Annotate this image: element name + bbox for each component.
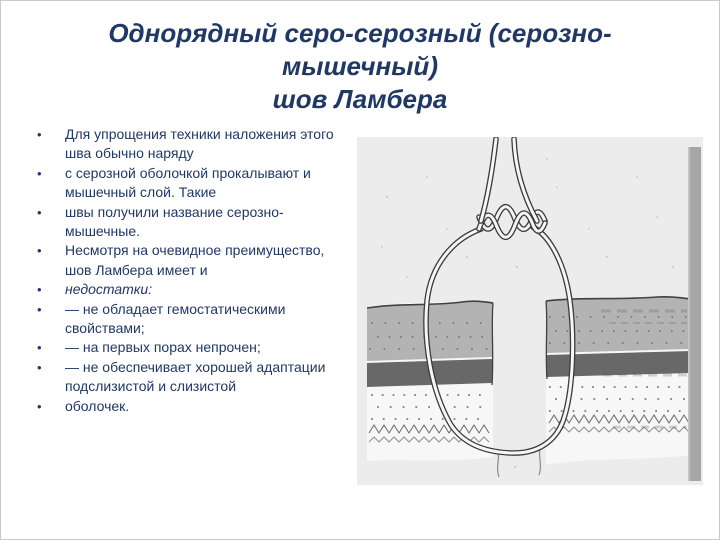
bullet-item: • с серозной оболочкой прокалывают и мыше… <box>37 164 343 203</box>
scan-noise-dots <box>381 158 675 469</box>
suture-figure <box>357 137 703 485</box>
bullet-icon: • <box>37 204 42 220</box>
bullet-text: — не обладает гемостатическими свойствам… <box>65 300 286 337</box>
bullet-item: • — не обладает гемостатическими свойства… <box>37 300 343 339</box>
bullet-item: • швы получили название серозно-мышечные. <box>37 203 343 242</box>
bullet-item: • — на первых порах непрочен; <box>37 338 343 357</box>
bullet-text: Несмотря на очевидное преимущество, шов … <box>65 242 325 278</box>
bullet-text: оболочек. <box>65 397 130 414</box>
bullet-text: — на первых порах непрочен; <box>65 339 261 356</box>
tissue-right <box>545 295 692 465</box>
bleed-through-text <box>601 309 687 429</box>
page-title-line-2: мышечный) <box>282 51 438 81</box>
bullet-icon: • <box>37 243 42 259</box>
bullet-icon: • <box>37 359 42 375</box>
bullet-icon: • <box>37 282 42 298</box>
bullet-item: • Для упрощения техники наложения этого ш… <box>37 125 343 164</box>
bullet-icon: • <box>37 398 42 414</box>
bullet-text: — не обеспечивает хорошей адаптации подс… <box>65 358 326 395</box>
bullet-item: • оболочек. <box>37 397 343 416</box>
bullet-item: • — не обеспечивает хорошей адаптации под… <box>37 358 343 397</box>
bullet-icon: • <box>37 340 42 356</box>
bullet-text: Для упрощения техники наложения этого шв… <box>65 126 334 162</box>
page-shadow <box>688 147 701 481</box>
bullet-item: • недостатки: <box>37 280 343 299</box>
bullet-list: • Для упрощения техники наложения этого ш… <box>37 125 343 416</box>
bullet-text: с серозной оболочкой прокалывают и мышеч… <box>65 164 311 201</box>
page-title: Однорядный серо-серозный (серозно- мышеч… <box>1 17 719 116</box>
tissue-left <box>366 300 494 461</box>
page-title-line-1: Однорядный серо-серозный (серозно- <box>108 18 612 48</box>
bullet-icon: • <box>37 301 42 317</box>
bullet-icon: • <box>37 127 42 142</box>
bullet-text: недостатки: <box>65 281 153 298</box>
bullet-icon: • <box>37 165 42 181</box>
bullet-item: • Несмотря на очевидное преимущество, шов… <box>37 241 343 280</box>
page-title-line-3: шов Ламбера <box>272 84 448 114</box>
bullet-text: швы получили название серозно-мышечные. <box>65 203 284 240</box>
suture-thread <box>423 137 576 456</box>
suture-figure-svg <box>357 137 703 485</box>
